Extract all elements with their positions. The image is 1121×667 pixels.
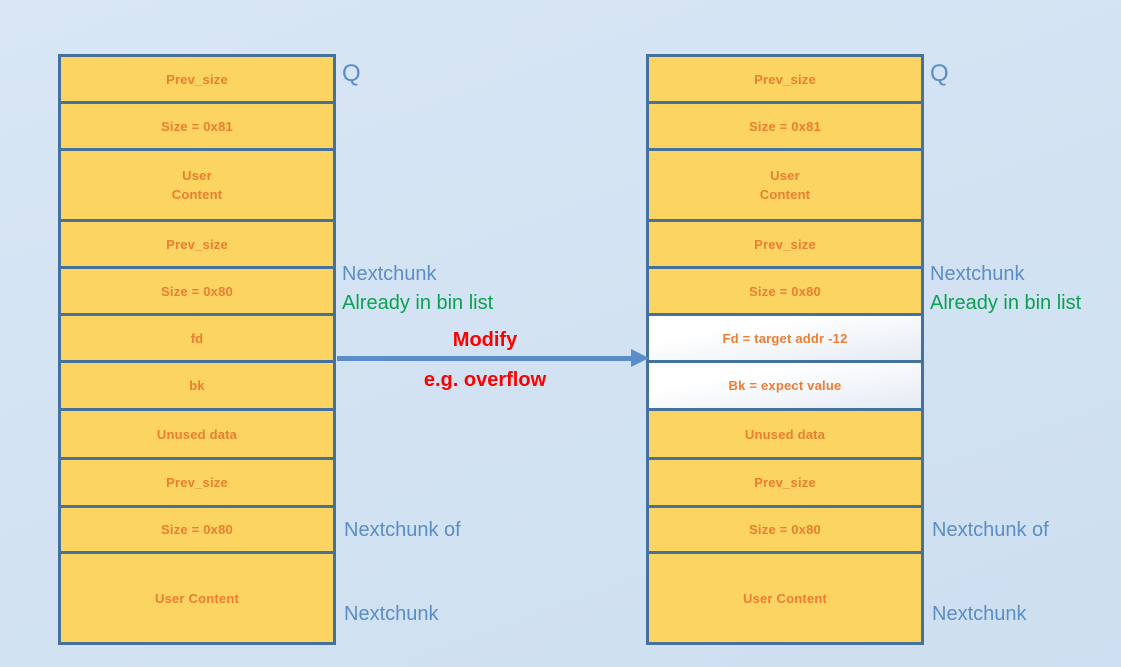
memory-cell-label: Unused data <box>744 426 826 442</box>
memory-cell-label: bk <box>189 378 205 393</box>
memory-cell: User Content <box>61 554 333 642</box>
memory-cell-label: Prev_size <box>754 475 816 490</box>
memory-cell: Size = 0x80 <box>61 269 333 316</box>
memory-cell: Unused data <box>649 411 921 460</box>
memory-cell-label: Content <box>759 187 811 202</box>
nextchunk-label-left: Nextchunk <box>342 263 437 285</box>
memory-cell-label: Size = 0x81 <box>749 118 821 134</box>
memory-cell-label: Size = 0x80 <box>161 522 233 537</box>
memory-cell-label: User Content <box>742 590 828 606</box>
memory-cell: Prev_size <box>61 57 333 104</box>
memory-cell: Size = 0x80 <box>649 269 921 316</box>
chunk-marker-q-right: Q <box>930 60 949 87</box>
nextchunk-of-line2: Nextchunk <box>344 603 439 625</box>
memory-cell: Size = 0x81 <box>649 104 921 151</box>
memory-cell: Bk = expect value <box>649 363 921 411</box>
memory-cell-label: Prev_size <box>166 71 228 87</box>
memory-cell-label: Prev_size <box>166 475 228 490</box>
memory-cell: bk <box>61 363 333 411</box>
modify-label: Modify <box>452 329 518 351</box>
memory-cell-label: Prev_size <box>754 236 816 252</box>
memory-cell: Prev_size <box>649 222 921 269</box>
memory-cell: Prev_size <box>649 57 921 104</box>
memory-cell: Prev_size <box>61 460 333 508</box>
nextchunk-of-line1: Nextchunk of <box>344 519 461 541</box>
memory-cell-label: User <box>182 168 212 183</box>
memory-cell-label: Bk = expect value <box>728 378 842 393</box>
already-in-bin-label-left: Already in bin list <box>342 292 494 314</box>
memory-cell-label: Size = 0x80 <box>749 283 821 299</box>
modify-arrow-line <box>337 356 633 361</box>
memory-cell: Unused data <box>61 411 333 460</box>
memory-cell-label: Prev_size <box>166 236 228 252</box>
memory-cell-label: Size = 0x80 <box>749 522 821 537</box>
memory-cell-label: fd <box>190 330 204 346</box>
overflow-label: e.g. overflow <box>423 369 547 391</box>
memory-cell: Fd = target addr -12 <box>649 316 921 363</box>
memory-cell: fd <box>61 316 333 363</box>
modify-arrow-head-icon <box>631 349 649 367</box>
nextchunk-of-line2: Nextchunk <box>932 603 1027 625</box>
memory-cell-label: User <box>770 168 800 183</box>
memory-cell: Size = 0x81 <box>61 104 333 151</box>
memory-cell-label: User Content <box>154 590 240 606</box>
memory-cell: Prev_size <box>649 460 921 508</box>
memory-cell-label: Prev_size <box>754 71 816 87</box>
chunk-marker-q-left: Q <box>342 60 361 87</box>
memory-cell: User Content <box>649 554 921 642</box>
memory-cell: Size = 0x80 <box>649 508 921 554</box>
nextchunk-label-right: Nextchunk <box>930 263 1025 285</box>
memory-cell: Prev_size <box>61 222 333 269</box>
memory-cell-label: Size = 0x80 <box>161 283 233 299</box>
nextchunk-of-nextchunk-label-left: Nextchunk of Nextchunk <box>344 460 461 667</box>
memory-cell-label: Size = 0x81 <box>161 118 233 134</box>
memory-cell-label: Fd = target addr -12 <box>722 330 848 346</box>
nextchunk-of-line1: Nextchunk of <box>932 519 1049 541</box>
memory-cell: Size = 0x80 <box>61 508 333 554</box>
nextchunk-of-nextchunk-label-right: Nextchunk of Nextchunk <box>932 460 1049 667</box>
memory-cell-label: Content <box>171 187 223 202</box>
already-in-bin-label-right: Already in bin list <box>930 292 1082 314</box>
memory-cell-label: Unused data <box>156 426 238 442</box>
